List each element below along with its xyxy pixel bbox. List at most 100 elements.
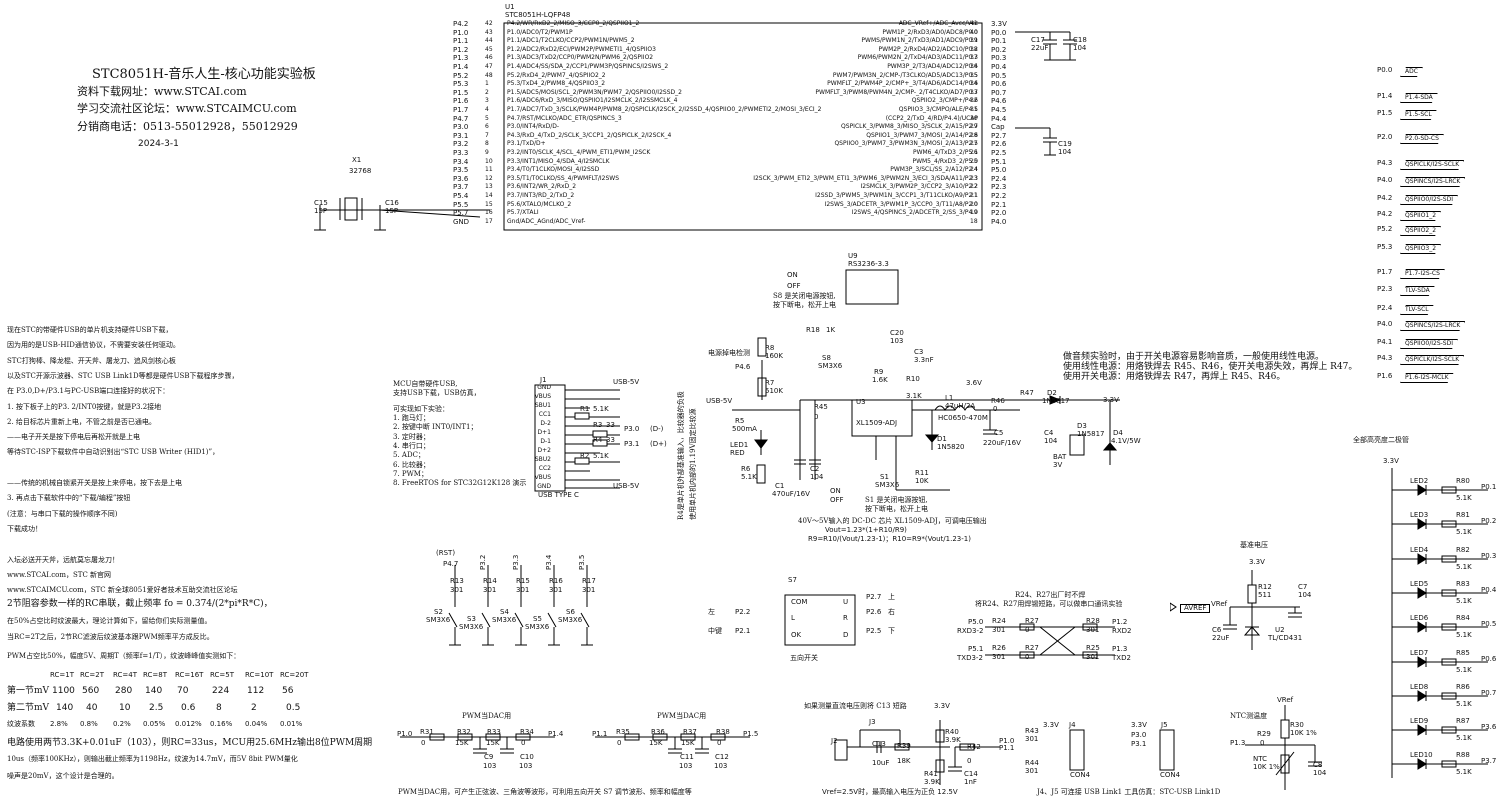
dac-part-label: R33 xyxy=(487,728,501,736)
rc-row2-cell: 0.5 xyxy=(286,703,301,713)
mcu-left-pin-net: P3.5 xyxy=(453,166,469,175)
led-resistor-value: 5.1K xyxy=(1456,596,1472,605)
mcu-left-pin-function: P1.0/ADC0/T2/PWM1P xyxy=(507,28,573,36)
net-label: P1.6-I2S-MCLK xyxy=(1400,373,1454,383)
r29-value: 0 xyxy=(1260,739,1265,747)
net-label: QSPICLK/I2S-SCLK xyxy=(1400,160,1464,170)
usb-title-2: 支持USB下载，USB仿真， xyxy=(393,389,481,397)
mcu-right-pin-function: PWM6_4/TxD3_2/P5.1 xyxy=(912,149,978,156)
c16-value: 15P xyxy=(385,207,399,215)
r9-value: 1.6K xyxy=(872,376,888,384)
r24-value: 301 xyxy=(992,626,1006,634)
c16-ref: C16 xyxy=(385,199,399,207)
usb-list-item: 5. ADC； xyxy=(393,451,425,460)
usb-5v-bottom: USB-5V xyxy=(613,482,640,490)
power-circuit xyxy=(732,269,1120,491)
r9-ref: R9 xyxy=(874,368,884,376)
net-label: TLV-SDA xyxy=(1400,286,1435,296)
link-connectors xyxy=(1069,729,1175,771)
net-label: QSPIIO0/I2S-SDI xyxy=(1400,195,1458,205)
button-part: SM3X6 xyxy=(558,616,583,624)
mcu-left-pin-net: P1.3 xyxy=(453,54,469,63)
led-port: P0.4 xyxy=(1481,585,1497,594)
led-ref: LED3 xyxy=(1410,511,1429,520)
button-resistor-ref: R14 xyxy=(483,577,497,585)
r6-ref: R6 xyxy=(741,465,751,473)
r42-ref: R42 xyxy=(967,743,981,751)
rc-line-6: 噪声是20mV，这个设计是合理的。 xyxy=(7,772,119,780)
mcu-left-pin-number: 3 xyxy=(485,97,489,105)
mcu-right-pin-net: P4.0 xyxy=(991,217,1007,226)
five-way-up: 上 xyxy=(888,593,895,601)
mcu-left-pin-number: 7 xyxy=(485,131,489,139)
dac-footer: PWM当DAC用，可产生正弦波、三角波等波形，可利用五向开关 S7 调节波形、频… xyxy=(398,788,692,796)
five-way-p21: P2.1 xyxy=(735,627,751,635)
r8-value: 160K xyxy=(765,352,783,360)
led-ref: LED6 xyxy=(1410,614,1429,623)
led-port: P3.7 xyxy=(1481,757,1497,766)
button-ref: S6 xyxy=(566,608,575,616)
vref-circuit xyxy=(1170,570,1302,650)
rc-row2-cell: 8 xyxy=(216,703,222,713)
usb-note-line: 入坛必送开天斧，远航莫忘屠龙刀！ xyxy=(7,555,119,564)
mcu-left-pin-function: P5.7/XTALI xyxy=(507,209,539,217)
mcu-part: STC8051H-LQFP48 xyxy=(505,11,571,19)
r10-value: 3.1K xyxy=(906,392,922,400)
bat-value: 3V xyxy=(1053,461,1063,469)
mcu-left-pin-number: 6 xyxy=(485,123,489,131)
rc-line-2: 当RC=2T之后，2节RC滤波后纹波基本跟PWM频率平方成反比。 xyxy=(7,633,214,641)
s1-part: SM3X6 xyxy=(875,481,900,489)
rc-row2-label: 第二节mV xyxy=(7,703,50,713)
led-row-symbol xyxy=(1392,724,1488,736)
mcu-left-pin-net: P3.0 xyxy=(453,123,469,132)
mcu-right-pin-function: PWMS/PWM1N_2/TxD3/AD1/ADC9/P0.1 xyxy=(861,37,978,45)
mcu-left-pin-net: P4.2 xyxy=(453,20,469,28)
mcu-left-pin-function: P4.2/WR/RxD2_2/MISO_3/CCP0_2/QSPIIO1_2 xyxy=(507,20,640,27)
mcu-left-pin-net: P1.1 xyxy=(453,37,469,46)
j5-v33: 3.3V xyxy=(1131,721,1147,729)
mcu-right-pin-number: 20 xyxy=(970,200,978,208)
usb-note-line: ——电子开关是按下停电后再松开就是上电 xyxy=(7,433,140,442)
mcu-right-pin-number: 36 xyxy=(970,63,978,70)
r45-value: 0 xyxy=(814,413,819,421)
rc-row2-cell: 10 xyxy=(119,703,131,713)
u3-part: XL1509-ADJ xyxy=(856,419,898,427)
mcu-right-pin-function: (CCP2_2/TxD_4/RD/P4.4)/UCAP xyxy=(885,114,978,122)
rc-header-cell: RC=10T xyxy=(245,671,274,679)
dac-part-label: C12 xyxy=(715,753,729,761)
dac-b-title: PWM当DAC用 xyxy=(657,712,707,720)
r12-ref: R12 xyxy=(1258,583,1272,591)
adc-p11: P1.1 xyxy=(999,744,1015,752)
usb-pin-name: VBUS xyxy=(534,393,551,400)
audio-note-2: 使用线性电源：用烙铁焊去 R45、R46，使开关电源失效，再焊上 R47。 xyxy=(1063,362,1358,372)
r4-value: 33 xyxy=(606,436,615,444)
sw-off: OFF xyxy=(787,282,801,290)
dac-part-label: 103 xyxy=(679,762,693,770)
rc-row2-cell: 2.5 xyxy=(149,703,164,713)
r28-value: 301 xyxy=(1086,626,1100,634)
mcu-left-pin-number: 8 xyxy=(485,140,489,148)
rc-header-cell: RC=20T xyxy=(280,671,309,679)
mcu-left-pin-function: P3.2/INT0/SCLK_4/SCL_4/PWM_ETI1/PWM_I2SC… xyxy=(507,149,651,156)
button-part: SM3X6 xyxy=(459,623,484,631)
net-pin: P4.3 xyxy=(1377,354,1393,362)
r26-value: 301 xyxy=(992,653,1006,661)
s1-off: OFF xyxy=(830,496,844,504)
net-pin: P4.2 xyxy=(1377,210,1393,218)
r27-value: 0 xyxy=(1025,626,1030,634)
mcu-right-pin-net: P2.3 xyxy=(991,183,1007,192)
mcu-left-pin-function: P3.4/T0/T1CLKO/MOSI_4/I2SSD xyxy=(507,166,600,174)
usb-note-line: 现在STC的带硬件USB的单片机支持硬件USB下载， xyxy=(7,326,173,334)
led-resistor-ref: R87 xyxy=(1456,717,1470,726)
mcu-right-pin-number: 30 xyxy=(970,114,978,122)
r46-ref: R46 xyxy=(991,397,1005,405)
dac-part-label: P1.1 xyxy=(592,730,608,738)
mcu-left-pin-function: P4.3/RxD_4/TxD_2/SCLK_3/CCP1_2/QSPICLK_2… xyxy=(507,131,672,139)
ntc-title: NTC测温度 xyxy=(1230,712,1268,720)
rc-row1-cell: 224 xyxy=(212,686,230,696)
rc-row1-cell: 560 xyxy=(82,686,100,696)
dac-part-label: C10 xyxy=(520,753,534,761)
c4-value: 104 xyxy=(1044,437,1058,445)
mcu-left-pin-net: P1.6 xyxy=(453,97,469,106)
s1-ref: S1 xyxy=(880,473,889,481)
